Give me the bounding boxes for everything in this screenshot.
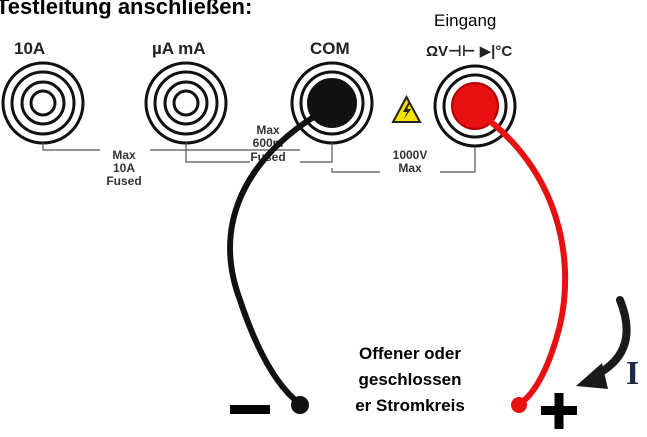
minus-symbol — [230, 405, 270, 414]
current-symbol: I — [626, 355, 639, 392]
jack-label-ua-ma: µA mA — [152, 39, 206, 58]
circuit-label-line3: er Stromkreis — [355, 396, 465, 415]
header-text: Testleitung anschließen: — [0, 0, 252, 19]
black-test-lead — [227, 102, 337, 407]
jack-label-voltage: ΩV⊣⊢ ▶|°C — [426, 43, 512, 60]
high-voltage-warning-icon — [391, 94, 422, 123]
rating-v-line1: 1000V — [393, 148, 428, 162]
red-probe-tip — [511, 397, 527, 413]
black-probe-tip — [291, 396, 309, 414]
rating-10a-line1: Max — [112, 148, 136, 162]
jack-ua-ma — [144, 61, 228, 145]
jack-label-com: COM — [310, 39, 350, 58]
plus-symbol — [541, 393, 577, 429]
red-test-lead — [475, 109, 569, 407]
circuit-label-line2: geschlossen — [359, 370, 462, 389]
jack-10a — [1, 61, 85, 145]
rating-v-line2: Max — [398, 161, 422, 175]
jack-label-10a: 10A — [14, 39, 45, 58]
current-arrow-icon — [576, 296, 631, 389]
input-label: Eingang — [434, 11, 496, 30]
rating-10a-line2: 10A — [113, 161, 135, 175]
circuit-label-line1: Offener oder — [359, 344, 461, 363]
rating-10a-line3: Fused — [106, 174, 141, 188]
rating-ma-line1: Max — [256, 123, 280, 137]
